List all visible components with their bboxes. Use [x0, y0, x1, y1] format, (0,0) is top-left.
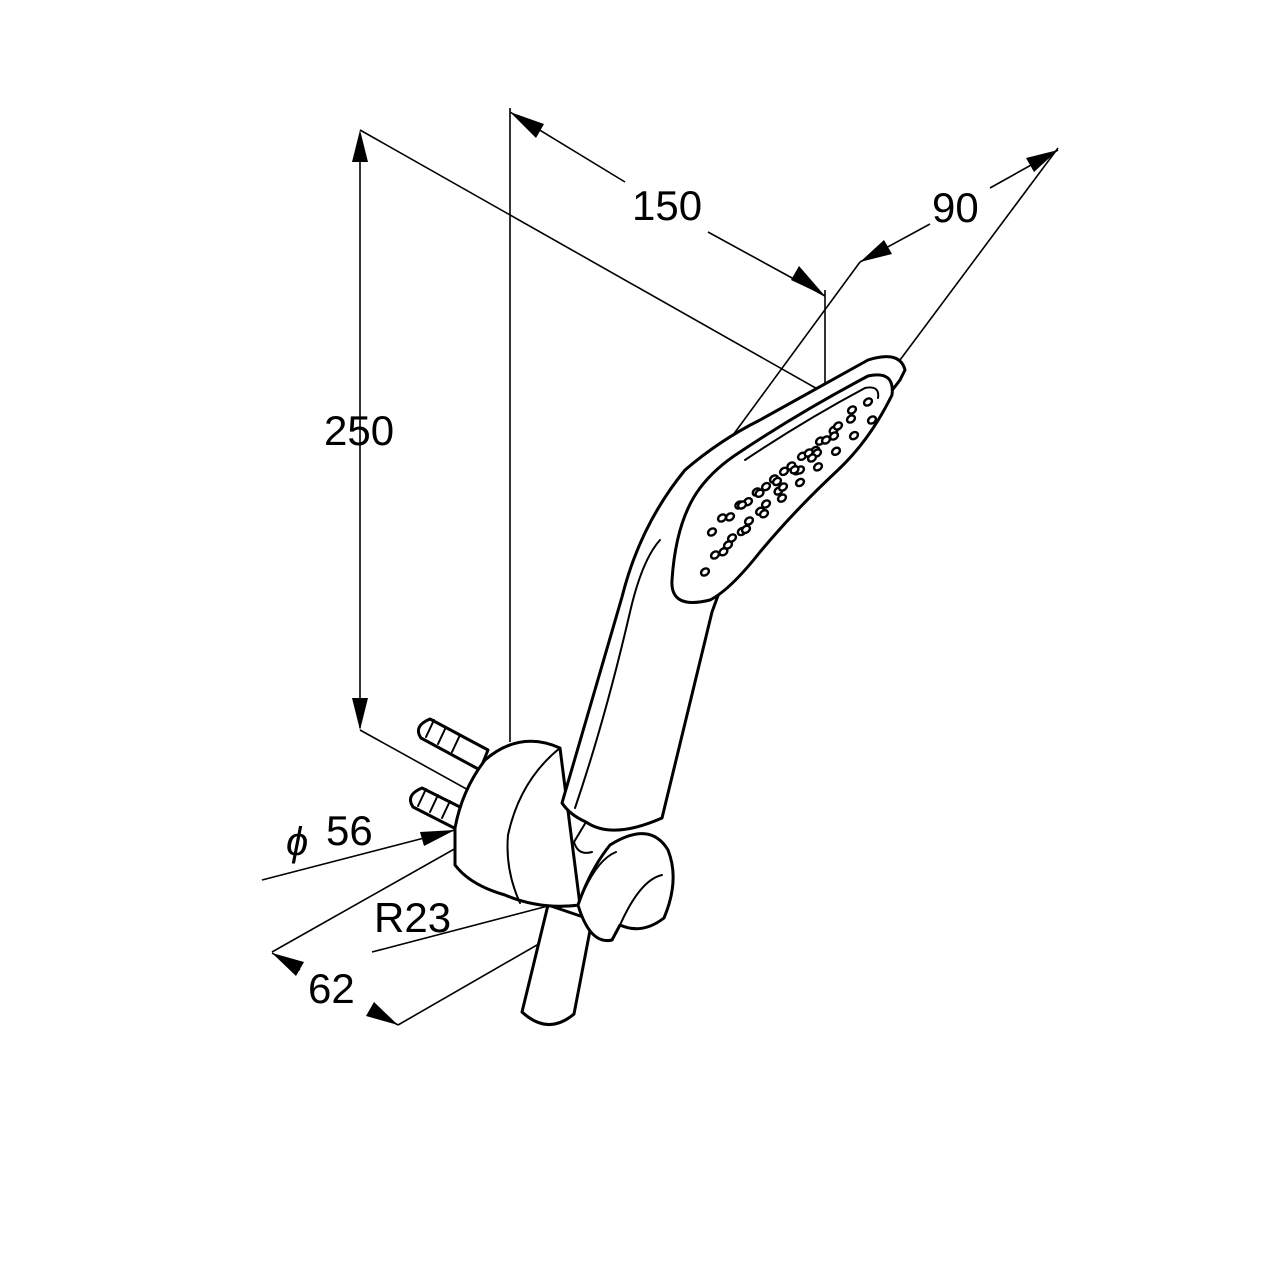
lower-plug-rib: [417, 788, 427, 807]
upper-plug-rib: [437, 726, 447, 745]
width-dimension-label: 90: [932, 184, 979, 231]
nozzle-hole: [820, 435, 832, 445]
nozzle-hole: [789, 465, 800, 475]
nozzle-hole: [754, 488, 765, 499]
width-arrow-left: [860, 240, 892, 262]
nozzle-hole: [716, 513, 728, 523]
nozzle-hole: [740, 524, 752, 535]
bracket-holder-lip: [619, 874, 663, 926]
nozzle-hole: [830, 446, 842, 457]
lower-plug-rib: [441, 800, 451, 819]
nozzle-hole: [760, 499, 772, 509]
height-arrow-top: [352, 130, 368, 162]
nozzle-hole: [709, 550, 721, 560]
diameter-dimension-label: 56: [326, 807, 373, 854]
nozzle-hole: [832, 421, 844, 431]
nozzle-hole: [846, 405, 858, 415]
nozzle-hole: [777, 482, 789, 492]
reach-dimension-label: 150: [632, 182, 702, 229]
depth-arrow-right: [366, 1002, 398, 1025]
reach-arrow-right: [791, 266, 825, 296]
width-arrow-right: [1026, 150, 1058, 172]
radius-dimension-label: R23: [374, 894, 451, 941]
handle-bottom: [520, 903, 594, 1026]
nozzle-hole: [771, 476, 783, 487]
nozzle-hole: [758, 509, 770, 519]
wall-bracket: [453, 739, 675, 943]
bracket-holder-front: [576, 832, 675, 943]
nozzle-hole: [706, 527, 718, 537]
upper-plug-rib: [425, 719, 435, 738]
depth-extension-left: [271, 842, 466, 953]
width-extension-right: [899, 147, 1059, 361]
handle-side-edge: [574, 539, 661, 809]
depth-arrow-left: [272, 953, 304, 976]
height-extension-top: [359, 129, 829, 396]
height-arrow-bottom: [352, 698, 368, 730]
lower-plug-rib: [429, 794, 439, 813]
reach-arrow-left: [510, 112, 544, 138]
width-extension-left: [721, 261, 861, 451]
dimension-lines: [261, 108, 1059, 1026]
nozzle-hole: [866, 415, 878, 425]
nozzle-hole: [722, 540, 734, 550]
nozzle-hole: [776, 493, 788, 503]
nozzle-hole: [794, 477, 806, 488]
spray-face-rim: [744, 386, 880, 461]
nozzle-hole: [724, 512, 736, 522]
diameter-symbol: ϕ: [286, 820, 308, 864]
height-dimension-label: 250: [324, 407, 394, 454]
nozzle-hole: [812, 462, 824, 472]
upper-plug-rib: [451, 734, 461, 753]
neck-edge: [572, 821, 593, 854]
bracket-holder-cup: [579, 851, 617, 901]
nozzle-hole: [699, 567, 711, 577]
nozzle-hole: [845, 414, 857, 424]
nozzle-hole: [743, 516, 755, 526]
bracket-base: [453, 739, 582, 908]
bracket-face-edge: [506, 747, 561, 904]
diameter-arrow: [420, 830, 455, 846]
nozzle-hole: [862, 397, 874, 407]
nozzle-hole: [736, 500, 748, 510]
upper-wall-plug: [417, 717, 490, 772]
depth-dimension-label: 62: [308, 965, 355, 1012]
spray-nozzles: [699, 397, 878, 577]
nozzle-hole: [848, 430, 860, 441]
nozzle-hole: [806, 453, 818, 463]
